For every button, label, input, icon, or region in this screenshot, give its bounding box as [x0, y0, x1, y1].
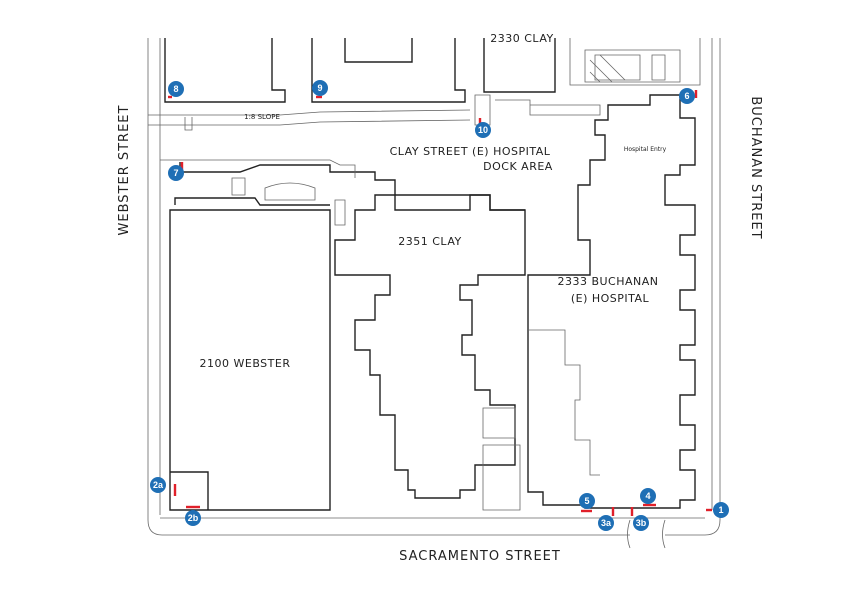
marker-4-label: 4 — [645, 491, 650, 501]
street-curbs — [147, 38, 721, 549]
marker-9[interactable]: 9 — [312, 80, 328, 96]
marker-2b-label: 2b — [188, 513, 199, 523]
street-label-webster: WEBSTER STREET — [117, 105, 132, 236]
street-label-sacramento: SACRAMENTO STREET — [399, 549, 561, 564]
marker-7[interactable]: 7 — [168, 165, 184, 181]
marker-8[interactable]: 8 — [168, 81, 184, 97]
marker-3a-label: 3a — [601, 518, 612, 528]
building-label-2333-line2: (E) HOSPITAL — [571, 292, 650, 305]
marker-3a[interactable]: 3a — [598, 515, 614, 531]
building-2100-webster — [169, 209, 331, 511]
entrance-markers — [168, 90, 712, 516]
marker-1[interactable]: 1 — [713, 502, 729, 518]
marker-6-label: 6 — [684, 91, 689, 101]
building-label-2333-line1: 2333 BUCHANAN — [557, 275, 658, 288]
hospital-inner-wings — [528, 329, 600, 476]
upper-structures — [164, 38, 701, 103]
building-label-2100-webster: 2100 WEBSTER — [200, 357, 291, 370]
marker-7-label: 7 — [173, 168, 178, 178]
marker-5[interactable]: 5 — [579, 493, 595, 509]
street-label-buchanan: BUCHANAN STREET — [748, 96, 763, 239]
dock-label-line2: DOCK AREA — [483, 160, 553, 173]
marker-1-label: 1 — [718, 505, 723, 515]
marker-4[interactable]: 4 — [640, 488, 656, 504]
marker-2b[interactable]: 2b — [185, 510, 201, 526]
building-label-2351-clay: 2351 CLAY — [398, 235, 461, 248]
building-2100-webster-corner — [170, 471, 209, 510]
dock-area-structures — [160, 159, 525, 226]
building-label-2330-clay: 2330 CLAY — [490, 32, 553, 45]
slope-ramp — [148, 94, 601, 131]
marker-3b[interactable]: 3b — [633, 515, 649, 531]
marker-9-label: 9 — [317, 83, 322, 93]
annex-box-1 — [482, 407, 516, 439]
slope-label: 1:8 SLOPE — [244, 113, 280, 121]
marker-2a-label: 2a — [153, 480, 164, 490]
marker-6[interactable]: 6 — [679, 88, 695, 104]
marker-10-label: 10 — [478, 125, 488, 135]
building-2333-buchanan-hospital — [527, 94, 696, 509]
marker-2a[interactable]: 2a — [150, 477, 166, 493]
marker-8-label: 8 — [173, 84, 178, 94]
hospital-entry-label: Hospital Entry — [624, 146, 667, 153]
marker-3b-label: 3b — [636, 518, 647, 528]
annex-box-2 — [482, 444, 521, 511]
marker-10[interactable]: 10 — [475, 122, 491, 138]
marker-5-label: 5 — [584, 496, 589, 506]
dock-label-line1: CLAY STREET (E) HOSPITAL — [390, 145, 551, 158]
